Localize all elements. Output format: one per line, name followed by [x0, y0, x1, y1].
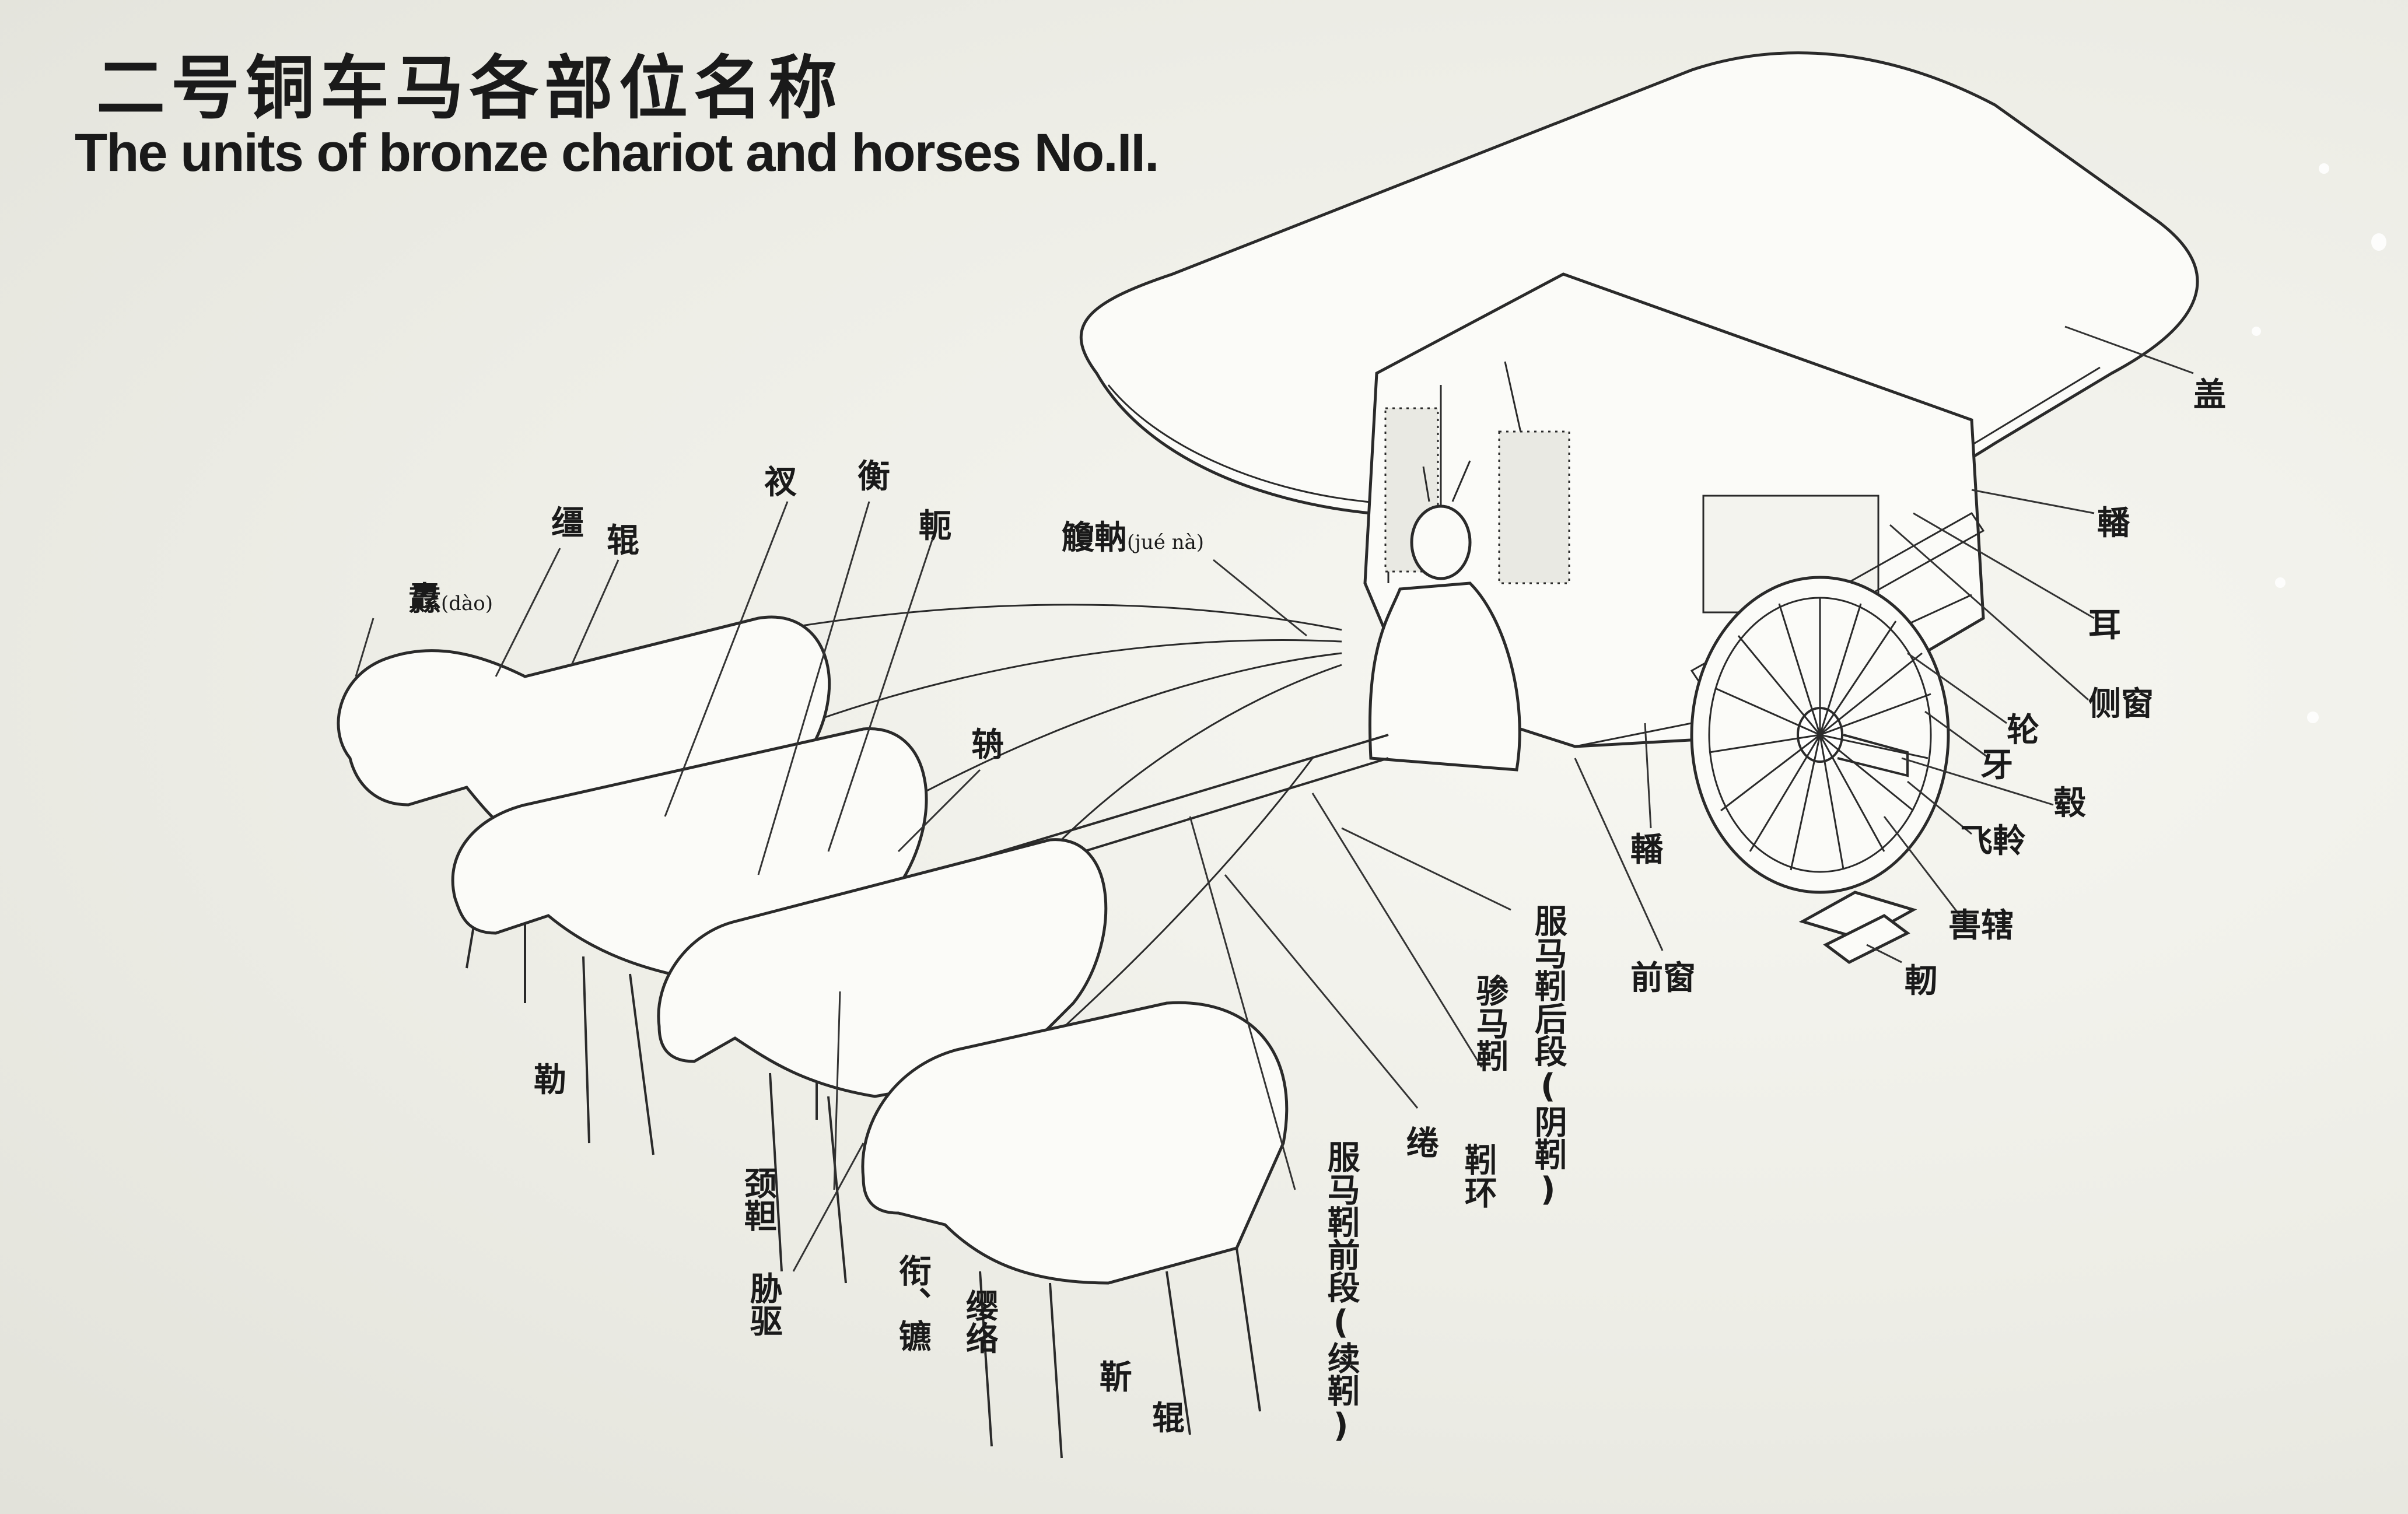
glare-spot [2252, 327, 2261, 336]
wheel-chock [1798, 891, 1917, 964]
label-feiling: 飞軨 [1960, 822, 2025, 860]
label-lun: 轮 [2007, 712, 2039, 749]
label-quan: 绻 [1401, 1126, 1439, 1158]
label-cha: 衩 [764, 464, 797, 502]
diagram-title-english: The units of bronze chariot and horses N… [75, 123, 1159, 183]
label-fan-2: 轓 [1630, 831, 1663, 869]
glare-spot [2371, 233, 2386, 251]
label-fan-1: 轓 [2097, 504, 2130, 542]
label-leader-lines [355, 325, 2194, 1272]
label-tao: 缰 [551, 504, 584, 542]
label-jue-na: 觼軜(jué nà) [1062, 519, 1205, 557]
glare-spot [2275, 577, 2286, 588]
label-er: 耳 [2088, 607, 2121, 644]
driver-figure [1368, 460, 1521, 772]
label-gun-1: 辊 [607, 522, 639, 560]
horse-4 [861, 1001, 1289, 1459]
label-qianchuang: 前窗 [1630, 959, 1696, 997]
label-jin: 靳 [1100, 1359, 1132, 1397]
diagram-title-chinese: 二号铜车马各部位名称 [96, 48, 844, 128]
label-zhou: 辀 [971, 726, 1004, 764]
label-xiequ: 胁驱 [744, 1271, 783, 1337]
label-jinhuan: 靷环 [1459, 1143, 1497, 1208]
rear-wheel [1690, 576, 1950, 894]
label-fumajin-qian: 服马靷前段(续靷) [1322, 1140, 1360, 1445]
label-ya: 牙 [1980, 747, 2013, 784]
label-le: 勒 [534, 1061, 566, 1099]
label-cechuang: 侧窗 [2088, 685, 2154, 723]
label-yingluo: 缨络 [960, 1289, 999, 1354]
label-weixia: 軎辖 [1948, 907, 2014, 945]
label-xian-le: 衔、镳 [893, 1254, 932, 1352]
label-fumajin-hou: 服马靷后段(阴靷) [1529, 904, 1567, 1208]
horse-3 [657, 838, 1108, 1284]
label-jingge: 颈靼 [738, 1166, 777, 1232]
label-ren: 軔 [1905, 962, 1937, 1000]
label-gun-2: 辊 [1152, 1400, 1185, 1438]
label-canmajin: 骖马靷 [1471, 974, 1509, 1072]
glare-spot [2319, 163, 2329, 174]
label-dao: 纛(dào) [408, 580, 494, 618]
label-heng: 衡 [858, 458, 890, 496]
glare-spot [2307, 712, 2319, 723]
label-gai: 盖 [2193, 376, 2226, 414]
label-e: 軛 [919, 507, 951, 545]
label-gu: 毂 [2053, 784, 2086, 822]
